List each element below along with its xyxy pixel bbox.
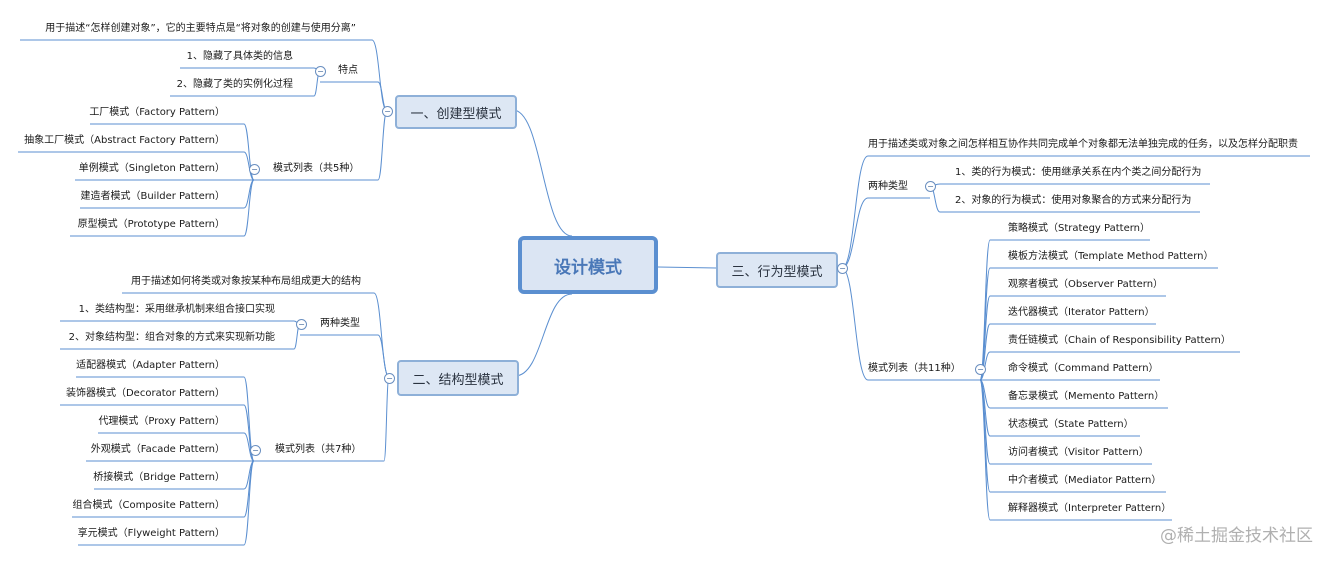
behavioral-list-label: 模式列表（共11种） bbox=[868, 363, 961, 374]
structural-pattern-item: 桥接模式（Bridge Pattern） bbox=[93, 472, 225, 483]
structural-pattern-item: 享元模式（Flyweight Pattern） bbox=[77, 528, 225, 539]
behavioral-type-item: 1、类的行为模式：使用继承关系在内个类之间分配行为 bbox=[955, 167, 1202, 178]
behavioral-pattern-item: 迭代器模式（Iterator Pattern） bbox=[1008, 307, 1155, 318]
creational-pattern-item: 建造者模式（Builder Pattern） bbox=[80, 191, 225, 202]
behavioral-pattern-item: 访问者模式（Visitor Pattern） bbox=[1008, 447, 1149, 458]
behavioral-node[interactable]: 三、行为型模式 bbox=[716, 252, 838, 288]
connector-line bbox=[377, 334, 390, 378]
connector-line bbox=[841, 155, 869, 269]
creational-pattern-item: 原型模式（Prototype Pattern） bbox=[77, 219, 225, 230]
behavioral-pattern-item: 责任链模式（Chain of Responsibility Pattern） bbox=[1008, 335, 1231, 346]
connector-line bbox=[514, 293, 573, 377]
behavioral-pattern-item: 解释器模式（Interpreter Pattern） bbox=[1008, 503, 1172, 514]
creational-node[interactable]: 一、创建型模式 bbox=[395, 95, 517, 129]
creational-feature-item: 2、隐藏了类的实例化过程 bbox=[176, 79, 293, 90]
behavioral-pattern-item: 策略模式（Strategy Pattern） bbox=[1008, 223, 1151, 234]
root-node[interactable]: 设计模式 bbox=[518, 236, 658, 294]
structural-pattern-item: 装饰器模式（Decorator Pattern） bbox=[65, 388, 225, 399]
collapse-icon[interactable]: − bbox=[382, 106, 393, 117]
structural-type-item: 1、类结构型：采用继承机制来组合接口实现 bbox=[78, 304, 275, 315]
connector-line bbox=[979, 379, 991, 521]
behavioral-pattern-item: 命令模式（Command Pattern） bbox=[1008, 363, 1159, 374]
creational-list-label: 模式列表（共5种） bbox=[273, 163, 360, 174]
structural-pattern-item: 适配器模式（Adapter Pattern） bbox=[76, 360, 225, 371]
connector-line bbox=[371, 39, 388, 112]
behavioral-pattern-item: 观察者模式（Observer Pattern） bbox=[1008, 279, 1164, 290]
connector-line bbox=[383, 376, 390, 462]
behavioral-types-label: 两种类型 bbox=[868, 181, 908, 192]
structural-type-item: 2、对象结构型：组合对象的方式来实现新功能 bbox=[68, 332, 275, 343]
watermark: @稀土掘金技术社区 bbox=[1160, 526, 1313, 546]
connector-line bbox=[377, 110, 388, 181]
behavioral-desc: 用于描述类或对象之间怎样相互协作共同完成单个对象都无法单独完成的任务，以及怎样分… bbox=[868, 139, 1298, 150]
creational-pattern-item: 抽象工厂模式（Abstract Factory Pattern） bbox=[24, 135, 225, 146]
collapse-icon[interactable]: − bbox=[250, 445, 261, 456]
connector-line bbox=[979, 379, 991, 493]
connector-line bbox=[657, 266, 717, 269]
structural-list-label: 模式列表（共7种） bbox=[275, 444, 362, 455]
collapse-icon[interactable]: − bbox=[975, 364, 986, 375]
collapse-icon[interactable]: − bbox=[296, 319, 307, 330]
creational-pattern-item: 单例模式（Singleton Pattern） bbox=[78, 163, 225, 174]
structural-types-label: 两种类型 bbox=[320, 318, 360, 329]
collapse-icon[interactable]: − bbox=[315, 66, 326, 77]
structural-pattern-item: 组合模式（Composite Pattern） bbox=[72, 500, 225, 511]
connector-line bbox=[243, 432, 255, 462]
collapse-icon[interactable]: − bbox=[384, 373, 395, 384]
structural-pattern-item: 代理模式（Proxy Pattern） bbox=[98, 416, 225, 427]
creational-pattern-item: 工厂模式（Factory Pattern） bbox=[89, 107, 225, 118]
behavioral-pattern-item: 中介者模式（Mediator Pattern） bbox=[1008, 475, 1162, 486]
behavioral-pattern-item: 模板方法模式（Template Method Pattern） bbox=[1008, 251, 1214, 262]
connector-line bbox=[512, 109, 573, 237]
creational-features-label: 特点 bbox=[338, 65, 358, 76]
connector-line bbox=[979, 239, 991, 381]
connector-line bbox=[841, 267, 869, 381]
structural-node[interactable]: 二、结构型模式 bbox=[397, 360, 519, 396]
structural-pattern-item: 外观模式（Facade Pattern） bbox=[90, 444, 225, 455]
creational-desc: 用于描述“怎样创建对象”，它的主要特点是“将对象的创建与使用分离” bbox=[45, 23, 356, 34]
behavioral-pattern-item: 备忘录模式（Memento Pattern） bbox=[1008, 391, 1165, 402]
behavioral-pattern-item: 状态模式（State Pattern） bbox=[1008, 419, 1134, 430]
collapse-icon[interactable]: − bbox=[837, 263, 848, 274]
structural-desc: 用于描述如何将类或对象按某种布局组成更大的结构 bbox=[131, 276, 361, 287]
connector-line bbox=[243, 179, 255, 237]
creational-feature-item: 1、隐藏了具体类的信息 bbox=[186, 51, 293, 62]
behavioral-type-item: 2、对象的行为模式：使用对象聚合的方式来分配行为 bbox=[955, 195, 1192, 206]
collapse-icon[interactable]: − bbox=[249, 164, 260, 175]
collapse-icon[interactable]: − bbox=[925, 181, 936, 192]
connector-line bbox=[243, 460, 255, 546]
